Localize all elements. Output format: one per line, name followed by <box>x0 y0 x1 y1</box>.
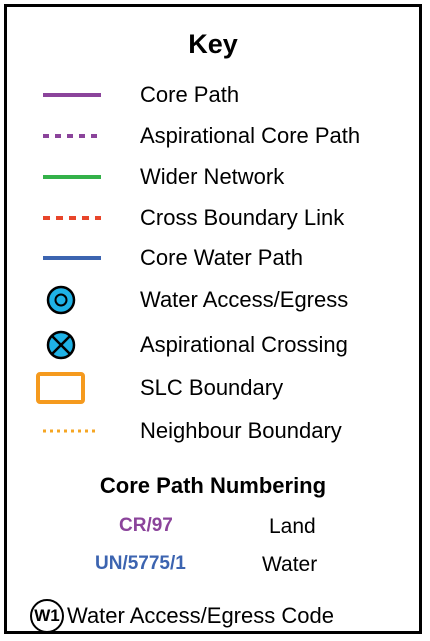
legend-label: Aspirational Crossing <box>140 332 348 357</box>
legend-item-slc-boundary: SLC Boundary <box>7 370 419 406</box>
legend-label: Core Water Path <box>140 245 304 270</box>
water-label: Water <box>262 553 318 576</box>
neighbour-boundary-dotted-symbol <box>35 413 125 449</box>
legend-item-wider-network: Wider Network <box>7 159 419 195</box>
aspirational-core-path-dashed-symbol <box>35 118 125 154</box>
legend-item-core-water-path: Core Water Path <box>7 240 419 276</box>
legend-label: Wider Network <box>140 164 285 189</box>
cross-boundary-link-dashed-symbol <box>35 200 125 236</box>
legend-label: Core Path <box>140 82 240 107</box>
water-access-code-row: W1 Water Access/Egress Code <box>7 595 419 635</box>
target-circle-icon <box>35 282 125 318</box>
legend-label: Aspirational Core Path <box>140 123 361 148</box>
key-title: Key <box>188 29 238 59</box>
legend-label: Cross Boundary Link <box>140 205 345 230</box>
core-path-numbering-title: Core Path Numbering <box>99 473 327 498</box>
numbering-row-water: UN/5775/1 Water <box>7 553 419 583</box>
land-path-code: CR/97 <box>119 515 173 536</box>
legend-item-aspirational-core-path: Aspirational Core Path <box>7 118 419 154</box>
land-label: Land <box>269 515 316 538</box>
wider-network-line-symbol <box>35 159 125 195</box>
numbering-row-land: CR/97 Land <box>7 515 419 545</box>
legend-item-aspirational-crossing: Aspirational Crossing <box>7 327 419 363</box>
slc-boundary-rectangle-symbol <box>35 370 125 406</box>
water-code-label: Water Access/Egress Code <box>67 603 334 628</box>
legend-label: Water Access/Egress <box>140 287 349 312</box>
legend-label: Neighbour Boundary <box>140 418 342 443</box>
core-path-line-symbol <box>35 77 125 113</box>
map-key-panel: Key Core Path Aspirational Core Path Wid… <box>4 4 422 634</box>
legend-item-core-path: Core Path <box>7 77 419 113</box>
legend-label: SLC Boundary <box>140 375 284 400</box>
water-code-badge-icon: W1 <box>30 599 64 633</box>
legend-item-neighbour-boundary: Neighbour Boundary <box>7 413 419 449</box>
crossed-circle-icon <box>35 327 125 363</box>
legend-item-cross-boundary-link: Cross Boundary Link <box>7 200 419 236</box>
water-path-code: UN/5775/1 <box>95 553 186 574</box>
legend-item-water-access-egress: Water Access/Egress <box>7 282 419 318</box>
core-water-path-line-symbol <box>35 240 125 276</box>
